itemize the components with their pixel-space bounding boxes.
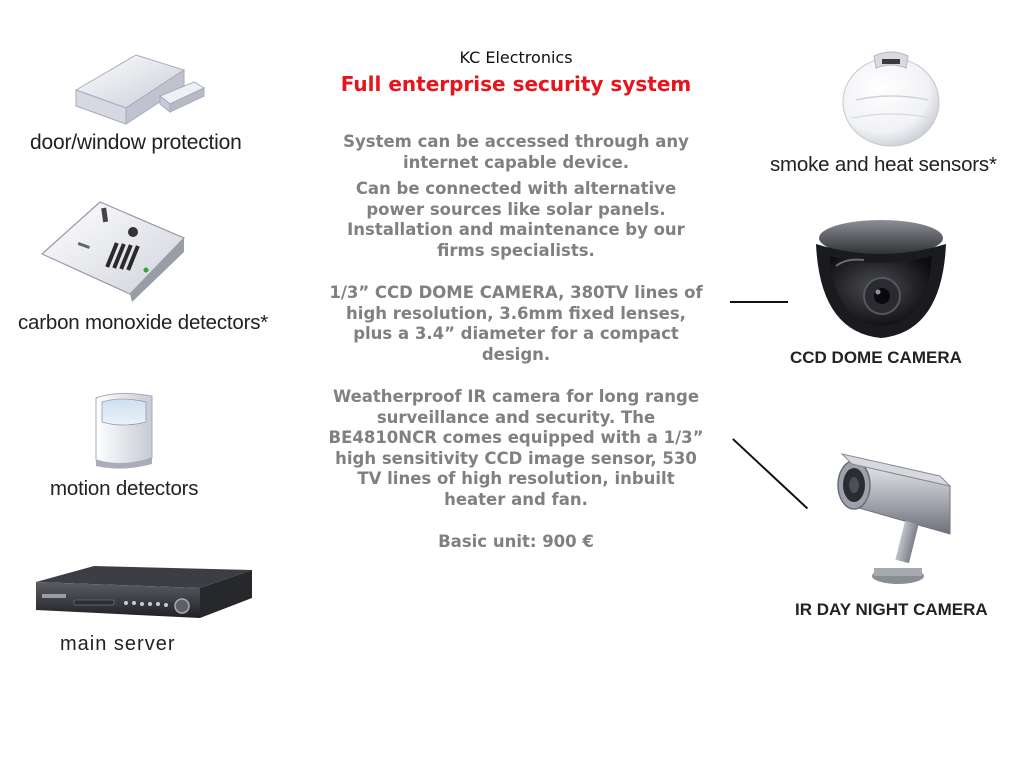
company-name: KC Electronics — [459, 48, 573, 67]
ir-camera-label: IR DAY NIGHT CAMERA — [795, 600, 988, 619]
headline: Full enterprise security system — [340, 72, 692, 96]
dome-camera-label: CCD DOME CAMERA — [790, 348, 962, 367]
access-paragraph: System can be accessed through any inter… — [343, 132, 689, 172]
smoke-sensor-label: smoke and heat sensors* — [770, 153, 997, 176]
ir-camera-product — [822, 446, 962, 596]
door-window-sensor-icon — [74, 54, 206, 125]
motion-detector-icon — [95, 392, 153, 469]
motion-detector-label: motion detectors — [50, 477, 199, 500]
smoke-sensor-icon — [842, 51, 940, 147]
description-text: System can be accessed through any inter… — [326, 132, 706, 553]
dome-camera-paragraph: 1/3” CCD DOME CAMERA, 380TV lines of hig… — [329, 283, 703, 364]
co-detector-product — [38, 194, 188, 304]
dome-camera-connector — [730, 301, 788, 303]
server-label: main server — [60, 633, 176, 655]
co-detector-label: carbon monoxide detectors* — [18, 311, 269, 334]
dome-camera-product — [806, 208, 956, 342]
door-window-label: door/window protection — [30, 131, 242, 154]
smoke-sensor-product — [836, 40, 946, 152]
motion-detector-product — [88, 388, 160, 472]
co-detector-icon — [40, 201, 186, 302]
dvr-server-icon — [36, 566, 252, 618]
dome-camera-icon — [816, 220, 946, 338]
server-product — [30, 560, 256, 634]
ir-camera-connector — [732, 438, 809, 509]
power-paragraph: Can be connected with alternative power … — [347, 179, 685, 260]
door-window-product — [66, 40, 206, 130]
price-text: Basic unit: 900 € — [438, 532, 594, 551]
ir-camera-paragraph: Weatherproof IR camera for long range su… — [328, 387, 704, 509]
bullet-camera-icon — [837, 453, 952, 584]
slide-title: KC Electronics Full enterprise security … — [330, 48, 702, 98]
